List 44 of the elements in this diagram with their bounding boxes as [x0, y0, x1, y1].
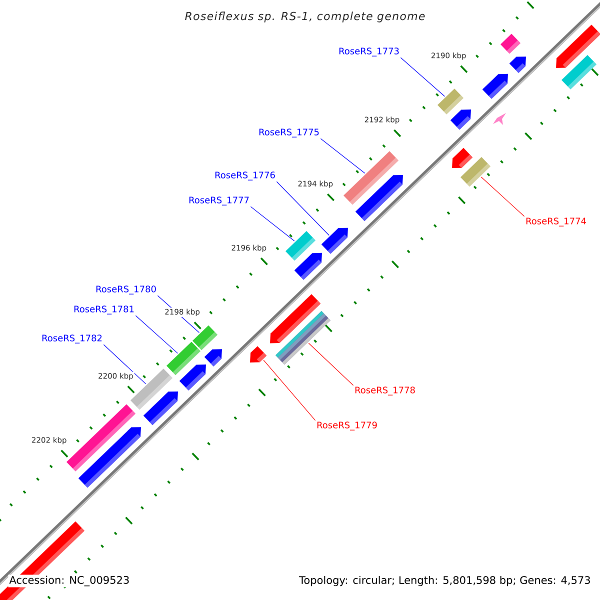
gene-label: RoseRS_1778	[355, 386, 415, 396]
gene-bar	[286, 231, 316, 261]
gene-bar	[322, 228, 348, 254]
leader-line	[480, 176, 525, 217]
gene-bar	[452, 148, 473, 168]
gene-bar	[204, 349, 222, 366]
gene-bar	[192, 325, 218, 350]
gene-label: RoseRS_1773	[339, 48, 399, 56]
leader-line	[250, 206, 295, 242]
gene-bar	[250, 346, 267, 362]
gene-label: RoseRS_1777	[189, 196, 249, 206]
gene-bar	[482, 74, 508, 99]
gene-bar	[344, 151, 399, 205]
gene-label: RoseRS_1781	[74, 306, 134, 314]
gene-label: RoseRS_1782	[42, 334, 102, 344]
gene-bar	[356, 174, 403, 222]
gene-bar	[556, 24, 600, 68]
gene-label: RoseRS_1774	[526, 218, 586, 226]
leader-line	[308, 342, 354, 386]
gene-bar	[562, 55, 597, 90]
gene-bar	[66, 404, 136, 472]
genome-info-text: Topology: circular; Length: 5,801,598 bp; Genes: 4,573	[299, 576, 590, 586]
leader-line	[263, 360, 316, 421]
title: Roseiflexus sp. RS-1, complete genome	[185, 12, 425, 22]
gene-label: RoseRS_1780	[96, 286, 156, 294]
gene-bar	[294, 252, 322, 280]
leader-line	[103, 344, 146, 384]
gene-bar	[270, 294, 321, 344]
gene-label: RoseRS_1779	[317, 422, 377, 430]
gene-bar	[144, 391, 178, 426]
gene-bar	[166, 342, 200, 376]
gene-label: RoseRS_1775	[259, 128, 319, 138]
gene-bar	[510, 56, 526, 73]
accession-label: Accession: NC_009523	[8, 574, 131, 588]
leader-line	[320, 138, 366, 174]
gene-bar	[500, 34, 521, 54]
gene-bar	[450, 110, 471, 130]
gene-bar	[438, 88, 464, 114]
leader-line	[276, 181, 330, 236]
leader-line	[135, 315, 178, 354]
gene-bar	[180, 364, 206, 390]
leader-line	[400, 57, 445, 97]
gene-label: RoseRS_1776	[215, 172, 275, 180]
gene-bar	[460, 157, 491, 187]
